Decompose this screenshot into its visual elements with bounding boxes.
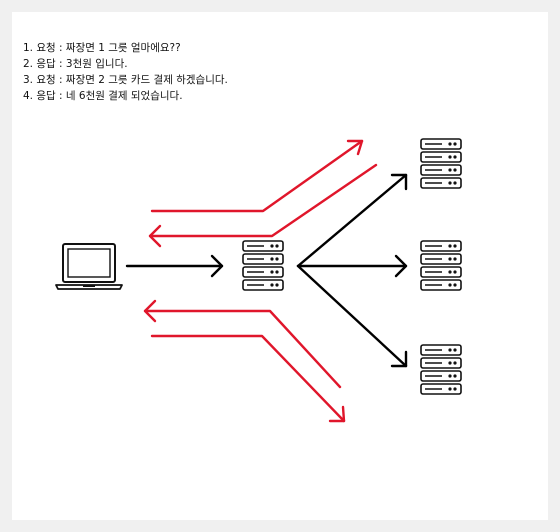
response-arrow-lower-outgoing [150, 334, 346, 423]
laptop-icon [55, 243, 123, 290]
server-icon [420, 138, 462, 189]
server-icon [242, 240, 284, 291]
response-arrow-upper-outgoing [150, 139, 364, 213]
response-arrow-upper-return [148, 163, 378, 248]
step-list: 1. 요청 : 짜장면 1 그릇 얼마에요?? 2. 응답 : 3천원 입니다.… [23, 40, 228, 104]
server-icon [420, 344, 462, 395]
server-icon [420, 240, 462, 291]
step-item: 2. 응답 : 3천원 입니다. [23, 58, 128, 70]
request-arrow-client-proxy [125, 254, 224, 278]
step-item: 3. 요청 : 짜장면 2 그릇 카드 결제 하겠습니다. [23, 74, 228, 86]
request-arrow-proxy-server-bottom [296, 264, 408, 368]
step-item: 1. 요청 : 짜장면 1 그릇 얼마에요?? [23, 42, 181, 54]
request-arrow-proxy-server-middle [296, 254, 408, 278]
step-item: 4. 응답 : 네 6천원 결제 되었습니다. [23, 90, 183, 102]
request-arrow-proxy-server-top [296, 173, 408, 268]
response-arrow-lower-return [143, 299, 342, 389]
